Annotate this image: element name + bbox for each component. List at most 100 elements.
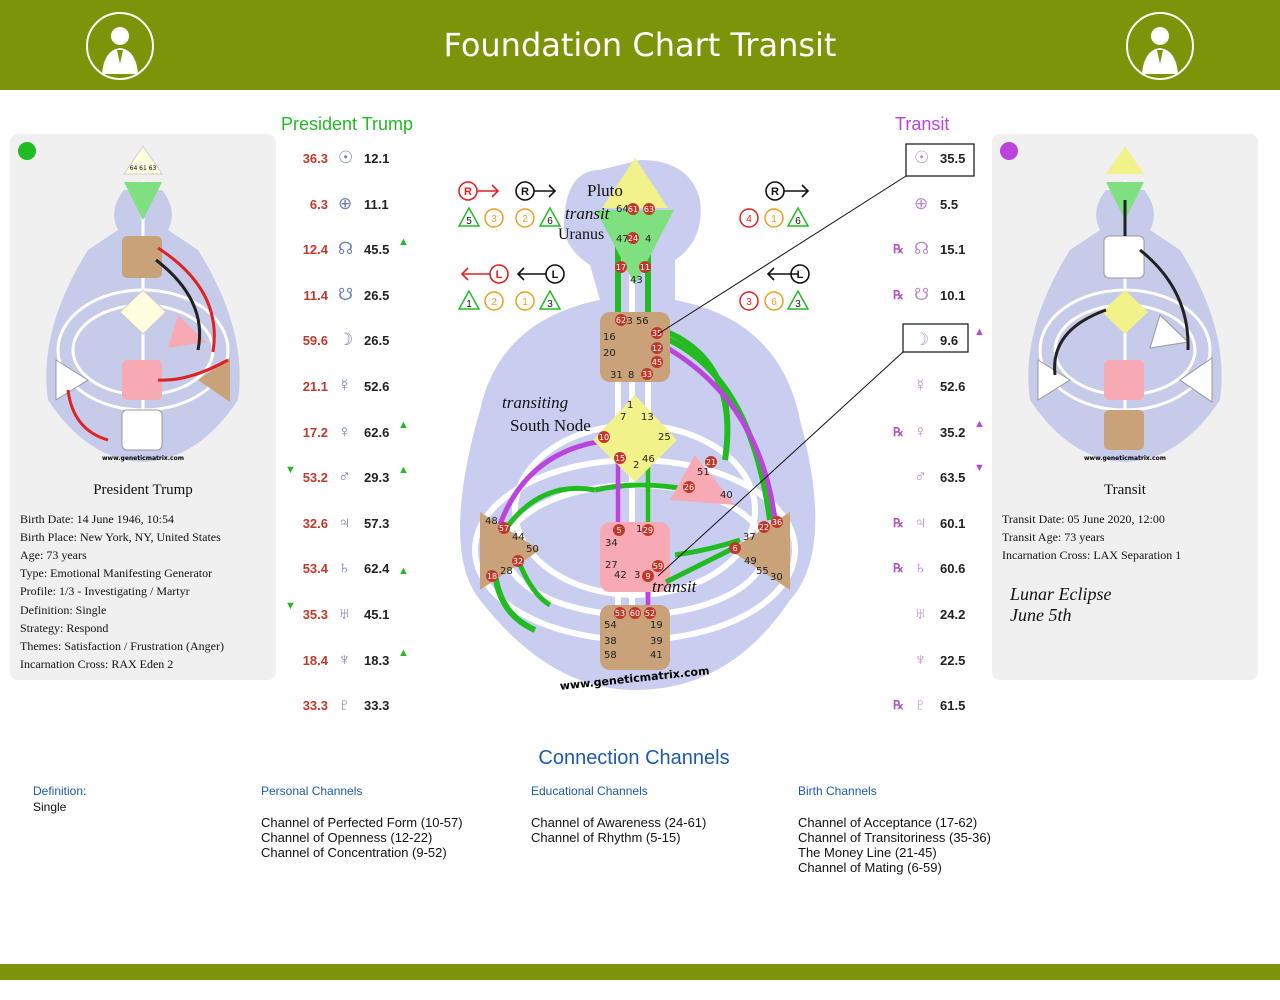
personality-value: 29.3: [364, 470, 390, 485]
design-value: 33.3: [302, 698, 328, 713]
svg-text:34: 34: [605, 538, 618, 549]
personality-name: President Trump: [93, 482, 193, 498]
personality-planet-row: 18.4♆18.3: [300, 650, 450, 675]
transit-value: 24.2: [940, 607, 966, 622]
personality-value: 12.1: [364, 151, 390, 166]
svg-text:10: 10: [599, 433, 609, 442]
transit-mini-bodygraph: www.geneticmatrix.com: [1028, 146, 1222, 462]
themes: Themes: Satisfaction / Frustration (Ange…: [20, 639, 224, 653]
personality-column-title: President Trump: [281, 114, 414, 134]
svg-text:R: R: [464, 186, 472, 198]
personality-planet-row: 35.3 ♅ 45.1: [300, 604, 450, 629]
planet-icon: ♄: [338, 558, 351, 577]
transit-planet-row: ℞♀35.2: [890, 422, 1040, 447]
personality-planet-row: 6.3 ⊕ 11.1: [300, 194, 450, 219]
svg-text:15: 15: [615, 454, 625, 463]
svg-text:1: 1: [466, 299, 472, 310]
svg-text:51: 51: [697, 467, 710, 478]
personality-value: 11.1: [364, 197, 389, 212]
planet-icon: ♄: [914, 558, 927, 577]
personal-channel: Channel of Openness (12-22): [261, 830, 433, 845]
personality-card: 64 61 63 www.geneticmatrix.com President…: [10, 134, 276, 680]
personal-channel: Channel of Concentration (9-52): [261, 845, 447, 860]
retrograde-icon: ℞: [893, 516, 904, 530]
birth-channels-label: Birth Channels: [798, 784, 877, 798]
svg-text:57: 57: [499, 524, 509, 533]
educational-channel: Channel of Rhythm (5-15): [531, 830, 681, 845]
svg-text:26: 26: [684, 483, 694, 492]
transit-incarnation-cross: Incarnation Cross: LAX Separation 1: [1002, 548, 1182, 562]
svg-text:21: 21: [706, 458, 716, 467]
transit-value: 35.5: [940, 151, 966, 166]
planet-icon: ⊕: [338, 194, 353, 213]
svg-text:8: 8: [628, 370, 634, 381]
up-triangle-icon: ▲: [974, 418, 985, 430]
design-value: 6.3: [309, 197, 328, 212]
planet-icon: ♅: [338, 604, 351, 623]
svg-text:3: 3: [491, 214, 497, 225]
svg-text:48: 48: [485, 516, 498, 527]
birth-channel: The Money Line (21-45): [798, 845, 937, 860]
svg-text:1: 1: [771, 214, 777, 225]
transit-dot-icon: [1000, 142, 1018, 160]
planet-icon: ☽: [338, 330, 354, 349]
mini-head-gates: 64 61 63: [130, 165, 157, 172]
svg-text:L: L: [496, 269, 503, 281]
svg-text:20: 20: [603, 348, 616, 359]
svg-text:3: 3: [746, 297, 752, 308]
type: Type: Emotional Manifesting Generator: [20, 566, 213, 580]
svg-text:33: 33: [642, 370, 652, 379]
svg-text:38: 38: [604, 636, 617, 647]
transit-planet-row: ℞♄60.6: [890, 558, 1040, 583]
design-value: 35.3: [302, 607, 328, 622]
birth-place: Birth Place: New York, NY, United States: [20, 530, 221, 544]
planet-icon: ☉: [914, 148, 930, 167]
svg-text:27: 27: [605, 560, 618, 571]
design-value: 11.4: [303, 288, 328, 303]
svg-text:47: 47: [616, 234, 629, 245]
svg-text:25: 25: [658, 432, 671, 443]
transit-column-title: Transit: [895, 114, 950, 134]
retrograde-icon: ℞: [893, 561, 904, 575]
strategy: Strategy: Respond: [20, 621, 109, 635]
svg-text:60: 60: [630, 609, 640, 618]
definition-label: Definition:: [33, 784, 87, 798]
planet-icon: ♃: [338, 513, 351, 532]
personality-value: 33.3: [364, 698, 390, 713]
svg-text:4: 4: [645, 234, 651, 245]
svg-text:5: 5: [466, 216, 472, 227]
svg-text:3: 3: [795, 299, 801, 310]
transit-planet-row: ♆22.5: [890, 650, 1040, 675]
up-triangle-icon: ▲: [398, 647, 409, 659]
svg-text:6: 6: [771, 297, 777, 308]
footer-bar: [0, 964, 1280, 980]
svg-text:2: 2: [522, 214, 528, 225]
transit-planet-row: ℞☊15.1: [890, 239, 1040, 264]
planet-icon: ♀: [338, 422, 351, 441]
transit-planet-row: ☉ 35.5: [890, 148, 1040, 173]
annotation-uranus: Uranus: [558, 226, 605, 243]
transit-date: Transit Date: 05 June 2020, 12:00: [1002, 512, 1165, 526]
personality-value: 45.1: [364, 607, 390, 622]
personality-planet-row: 53.2♂29.3: [300, 467, 450, 492]
transit-value: 63.5: [940, 470, 966, 485]
personality-dot-icon: [18, 142, 36, 160]
birth-channel: Channel of Transitoriness (35-36): [798, 830, 991, 845]
retrograde-icon: ℞: [893, 698, 904, 712]
planet-icon: ☋: [914, 285, 930, 304]
svg-text:3: 3: [547, 299, 553, 310]
design-value: 12.4: [302, 242, 328, 257]
user-avatar-icon[interactable]: [86, 12, 154, 80]
transit-value: 60.1: [940, 516, 966, 531]
up-triangle-icon: ▲: [974, 326, 985, 338]
transit-avatar-icon[interactable]: [1126, 12, 1194, 80]
transit-planet-row: ♂63.5: [890, 467, 1040, 492]
personality-value: 62.4: [364, 561, 390, 576]
mini-watermark: www.geneticmatrix.com: [102, 455, 184, 462]
personal-channel: Channel of Perfected Form (10-57): [261, 815, 463, 830]
personality-planet-row: 12.4☊45.5: [300, 239, 450, 264]
retrograde-icon: ℞: [893, 425, 904, 439]
svg-text:R: R: [521, 186, 529, 198]
